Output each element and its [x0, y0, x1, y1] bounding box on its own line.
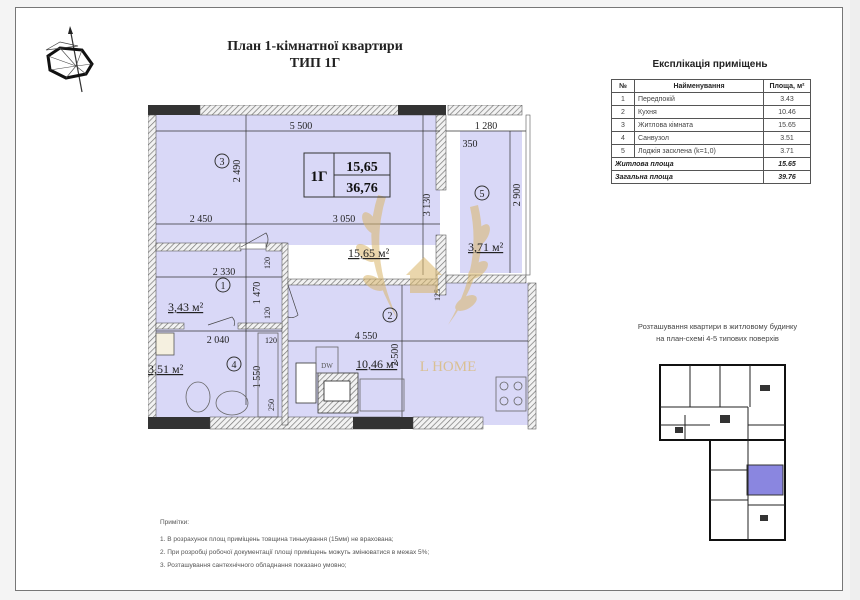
floor-plan: 5 500 2 450 3 050 2 490 3 130 1 280 350 …	[148, 105, 537, 430]
toilet-icon	[185, 381, 211, 413]
dim-2900: 2 900	[512, 184, 523, 207]
dim-1550: 1 550	[252, 366, 263, 389]
room-4-area: 3,51 м²	[148, 362, 184, 376]
boiler-icon	[155, 332, 175, 356]
notes-section: Примітки: 1. В розрахунок площ приміщень…	[160, 516, 429, 572]
apartment-badge: 1Г 15,65 36,76	[303, 152, 391, 198]
room-3-number: 3	[220, 157, 225, 168]
cooktop-icon	[495, 376, 527, 412]
dim-125: 125	[433, 289, 442, 301]
note-item: 2. При розробці робочої документації пло…	[160, 549, 430, 556]
dishwasher-label: DW	[321, 362, 333, 370]
dim-2330: 2 330	[213, 267, 236, 278]
room-4-number: 4	[232, 360, 237, 371]
notes-heading: Примітки:	[160, 519, 190, 526]
room-3-area: 15,65 м²	[348, 246, 390, 260]
dim-2490: 2 490	[232, 160, 243, 183]
location-caption: Розташування квартири в житловому будинк…	[637, 322, 798, 343]
table-header: № Найменування Площа, м²	[611, 79, 811, 93]
building-floor-plan	[659, 364, 786, 541]
washbasin-icon	[215, 390, 249, 416]
dim-5500: 5 500	[290, 121, 313, 132]
dim-2500: 2 500	[390, 344, 401, 367]
dim-120-b: 120	[263, 307, 272, 319]
dishwasher-icon	[315, 346, 339, 374]
dim-3050: 3 050	[333, 214, 356, 225]
dim-2040: 2 040	[207, 335, 230, 346]
room-1-area: 3,43 м²	[168, 300, 204, 314]
apartment-type: 1Г	[310, 169, 327, 185]
microwave-icon	[323, 380, 351, 402]
sink-icon	[359, 378, 405, 412]
dim-120-c: 120	[265, 336, 277, 345]
watermark-text: L HOME	[420, 359, 477, 375]
dim-350: 350	[463, 139, 478, 150]
scrollbar[interactable]	[850, 0, 860, 600]
watermark-laurel	[356, 195, 490, 325]
oven-icon	[295, 362, 317, 404]
room-2-number: 2	[388, 311, 393, 322]
page-title: План 1-кімнатної квартири ТИП 1Г	[200, 38, 430, 72]
dim-120-a: 120	[263, 257, 272, 269]
dim-250: 250	[267, 399, 276, 411]
note-item: 1. В розрахунок площ приміщень товщина т…	[160, 536, 394, 543]
dim-1280: 1 280	[475, 121, 498, 132]
bathtub-icon	[257, 332, 279, 418]
room-5-number: 5	[480, 189, 485, 200]
badge-total-area: 36,76	[346, 181, 378, 196]
compass-rose-icon	[45, 26, 94, 93]
title-line-2: ТИП 1Г	[289, 56, 341, 71]
dim-1470: 1 470	[252, 282, 263, 305]
apartment-highlight	[746, 464, 784, 496]
badge-living-area: 15,65	[346, 160, 378, 175]
room-5-area: 3,71 м²	[468, 240, 504, 254]
explication-title: Експлікація приміщень	[652, 59, 768, 70]
room-2-area: 10,46 м²	[356, 357, 398, 371]
dim-3130: 3 130	[422, 194, 433, 217]
dim-2450: 2 450	[190, 214, 213, 225]
room-1-number: 1	[221, 281, 226, 292]
title-line-1: План 1-кімнатної квартири	[227, 39, 403, 54]
dim-4550: 4 550	[355, 331, 378, 342]
note-item: 3. Розташування сантехнічного обладнання…	[160, 562, 347, 569]
